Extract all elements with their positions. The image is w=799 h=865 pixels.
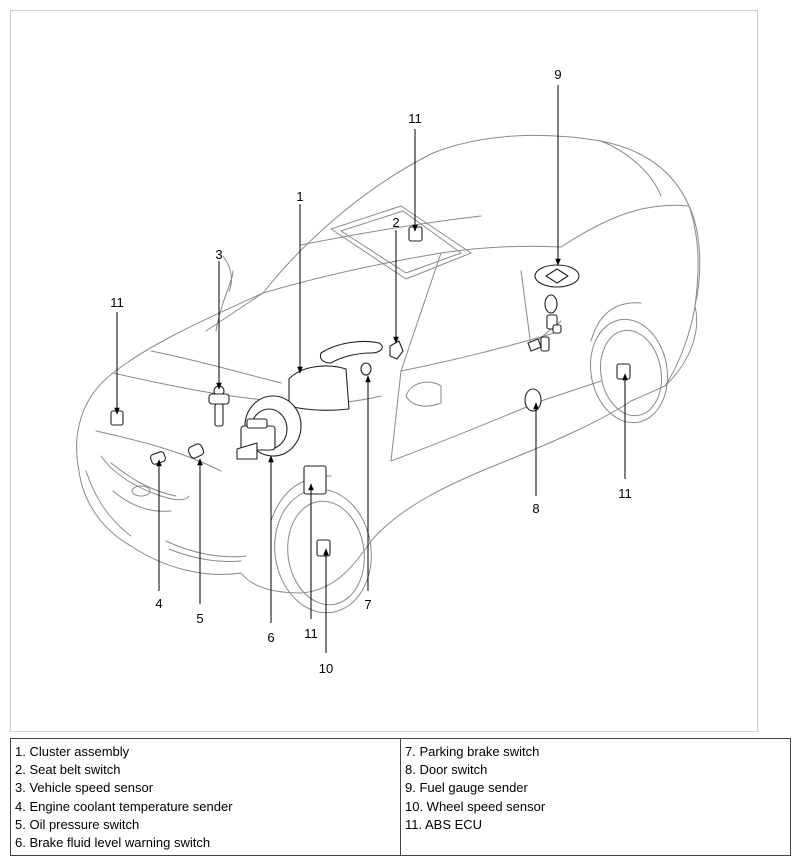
components	[110, 226, 631, 557]
seat-belt-switch	[389, 340, 404, 360]
cluster-assembly	[288, 365, 350, 411]
engine-coolant-temperature-sender	[150, 451, 166, 465]
callout-6: 6	[267, 630, 274, 645]
legend-item: 2. Seat belt switch	[15, 762, 121, 778]
abs-ecu-front	[303, 465, 327, 495]
legend-column-right: 7. Parking brake switch 8. Door switch 9…	[400, 739, 790, 855]
fuel-gauge-sender	[527, 264, 580, 352]
callout-3: 3	[215, 247, 222, 262]
legend-item: 1. Cluster assembly	[15, 744, 130, 759]
door-switch	[524, 388, 542, 412]
legend-item: 5. Oil pressure switch	[15, 816, 140, 832]
callout-8: 8	[532, 501, 539, 516]
callout-10: 10	[319, 661, 333, 676]
legend-item: 3. Vehicle speed sensor	[15, 780, 154, 796]
callout-9: 9	[554, 67, 561, 82]
legend-item: 11. ABS ECU	[405, 816, 483, 832]
callout-5: 5	[196, 611, 203, 626]
legend-item: 7. Parking brake switch	[405, 744, 540, 759]
vehicle-speed-sensor	[208, 385, 230, 427]
oil-pressure-switch	[187, 443, 205, 459]
abs-ecu-rear-right	[616, 363, 631, 380]
legend-item: 4. Engine coolant temperature sender	[15, 798, 233, 814]
component-location-diagram: 1 2 3 4 5 6 7 8 9 10 11 11 11 11	[10, 10, 758, 732]
legend-item: 8. Door switch	[405, 762, 488, 778]
callout-numbers: 1 2 3 4 5 6 7 8 9 10 11 11 11 11	[110, 67, 632, 676]
callout-4: 4	[155, 596, 162, 611]
legend-item: 9. Fuel gauge sender	[405, 780, 528, 796]
parking-brake-switch	[360, 362, 372, 376]
legend-table: 1. Cluster assembly 2. Seat belt switch …	[10, 738, 791, 856]
brake-booster-and-reservoir	[236, 395, 302, 460]
legend-item: 10. Wheel speed sensor	[405, 798, 546, 814]
wheel-speed-sensor	[316, 539, 331, 557]
callout-11a: 11	[110, 295, 124, 310]
callout-7: 7	[364, 597, 371, 612]
callout-11c: 11	[618, 486, 632, 501]
legend-item: 6. Brake fluid level warning switch	[15, 835, 211, 851]
legend-column-left: 1. Cluster assembly 2. Seat belt switch …	[11, 739, 400, 855]
leader-lines	[114, 85, 628, 653]
callout-1: 1	[296, 189, 303, 204]
callout-11b: 11	[408, 111, 422, 126]
car-outline	[76, 134, 701, 614]
callout-2: 2	[392, 215, 399, 230]
callout-11d: 11	[304, 626, 318, 641]
dash-panel	[319, 340, 383, 364]
